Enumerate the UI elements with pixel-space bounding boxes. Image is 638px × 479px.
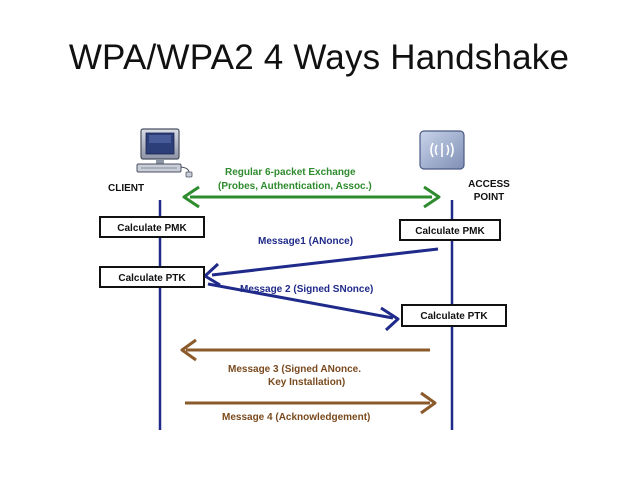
client-label: CLIENT (108, 183, 144, 194)
ap-calculate-ptk-box: Calculate PTK (401, 304, 507, 327)
exchange-label-line2: (Probes, Authentication, Assoc.) (218, 181, 372, 192)
message1-arrow (203, 247, 439, 287)
message2-arrow (207, 282, 400, 332)
ap-calculate-ptk-label: Calculate PTK (420, 311, 488, 322)
message4-arrow (185, 391, 437, 415)
message3-label-line1: Message 3 (Signed ANonce. (228, 364, 361, 375)
access-point-icon (419, 130, 465, 170)
client-calculate-ptk-label: Calculate PTK (118, 273, 186, 284)
message3-arrow (180, 338, 430, 362)
ap-calculate-pmk-label: Calculate PMK (415, 226, 485, 237)
client-calculate-pmk-label: Calculate PMK (117, 223, 187, 234)
ap-calculate-pmk-box: Calculate PMK (399, 219, 501, 241)
message1-label: Message1 (ANonce) (258, 236, 353, 247)
client-calculate-ptk-box: Calculate PTK (99, 266, 205, 288)
access-point-label-line2: POINT (474, 192, 505, 203)
access-point-label-line1: ACCESS (468, 179, 510, 190)
message2-label: Message 2 (Signed SNonce) (240, 284, 373, 295)
message3-label-line2: Key Installation) (268, 377, 345, 388)
computer-icon (136, 128, 193, 178)
client-calculate-pmk-box: Calculate PMK (99, 216, 205, 238)
exchange-label-line1: Regular 6-packet Exchange (225, 167, 356, 178)
message4-label: Message 4 (Acknowledgement) (222, 412, 370, 423)
slide-title: WPA/WPA2 4 Ways Handshake (68, 38, 570, 77)
regular-exchange-arrow (182, 185, 441, 209)
